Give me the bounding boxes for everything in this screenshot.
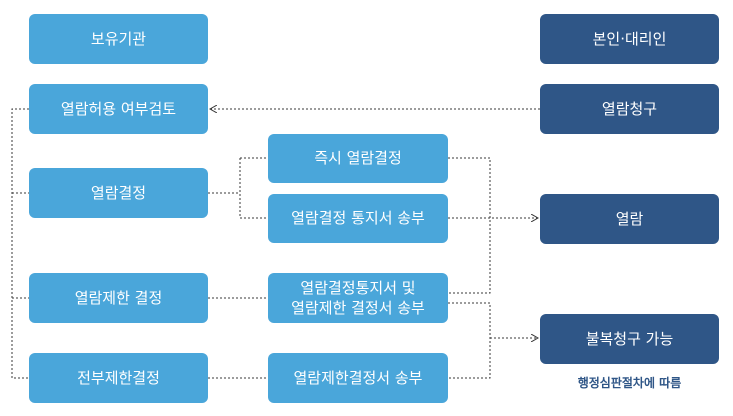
review-box: 열람허용 여부검토: [29, 84, 208, 134]
institution-header: 보유기관: [29, 14, 208, 64]
notice-and-limit-send-box: 열람결정통지서 및 열람제한 결정서 송부: [268, 273, 448, 323]
connector-immediate-to-bus: [448, 157, 491, 294]
limit-send-box: 열람제한결정서 송부: [268, 353, 448, 403]
limit-decision-box: 열람제한 결정: [29, 273, 208, 323]
notice-send-box: 열람결정 통지서 송부: [268, 194, 448, 243]
requester-header: 본인·대리인: [540, 14, 719, 64]
appeal-box: 불복청구 가능: [540, 314, 719, 364]
request-box: 열람청구: [540, 84, 719, 134]
connector-left-bus: [11, 108, 29, 379]
view-box: 열람: [540, 194, 719, 244]
connector-noticelimit-to-appeal-bus: [448, 302, 491, 379]
appeal-note: 행정심판절차에 따름: [577, 376, 682, 390]
immediate-decision-box: 즉시 열람결정: [268, 134, 448, 183]
decision-box: 열람결정: [29, 168, 208, 218]
full-limit-decision-box: 전부제한결정: [29, 353, 208, 403]
